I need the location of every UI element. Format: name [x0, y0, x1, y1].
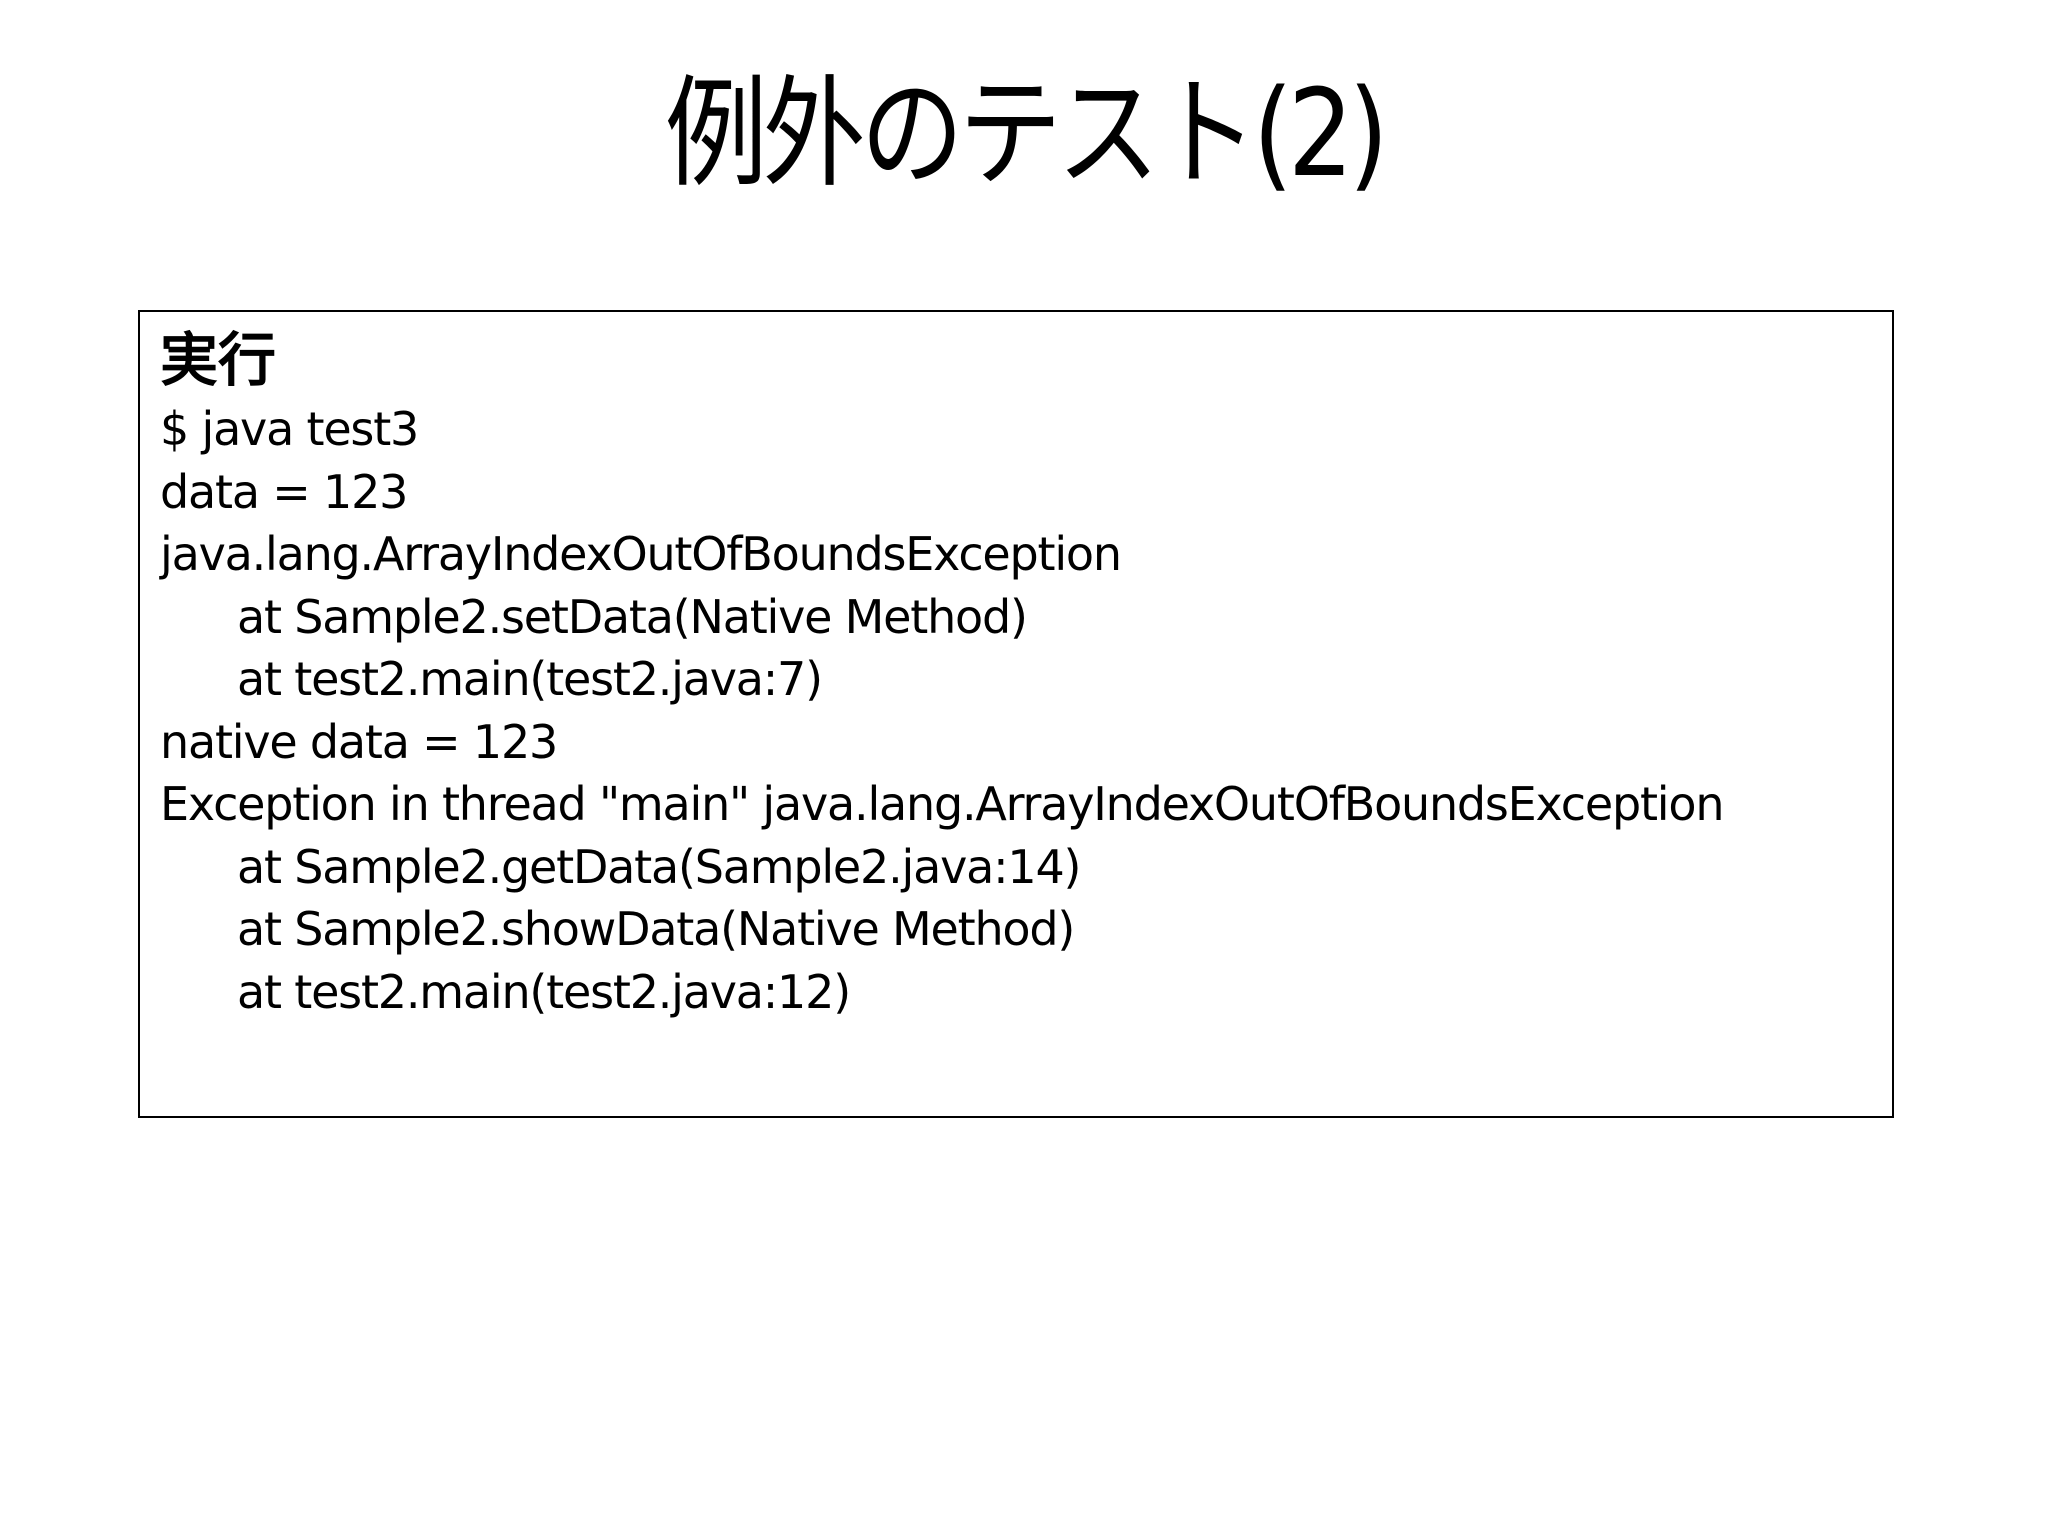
console-line: Exception in thread "main" java.lang.Arr…	[160, 777, 1724, 831]
slide-title: 例外のテスト(2)	[664, 65, 1389, 204]
console-line: $ java test3	[160, 402, 419, 456]
box-heading: 実行	[160, 326, 277, 394]
console-line: native data = 123	[160, 714, 558, 769]
console-line: java.lang.ArrayIndexOutOfBoundsException	[160, 527, 1122, 581]
console-output-box: 実行 $ java test3 data = 123 java.lang.Arr…	[138, 310, 1894, 1118]
stack-trace-line: at test2.main(test2.java:7)	[237, 652, 823, 706]
stack-trace-line: at Sample2.setData(Native Method)	[237, 589, 1028, 644]
stack-trace-line: at Sample2.getData(Sample2.java:14)	[237, 839, 1081, 894]
console-line: data = 123	[160, 464, 408, 519]
stack-trace-line: at Sample2.showData(Native Method)	[237, 902, 1075, 956]
console-output: $ java test3 data = 123 java.lang.ArrayI…	[160, 398, 1872, 1023]
stack-trace-line: at test2.main(test2.java:12)	[237, 964, 851, 1019]
